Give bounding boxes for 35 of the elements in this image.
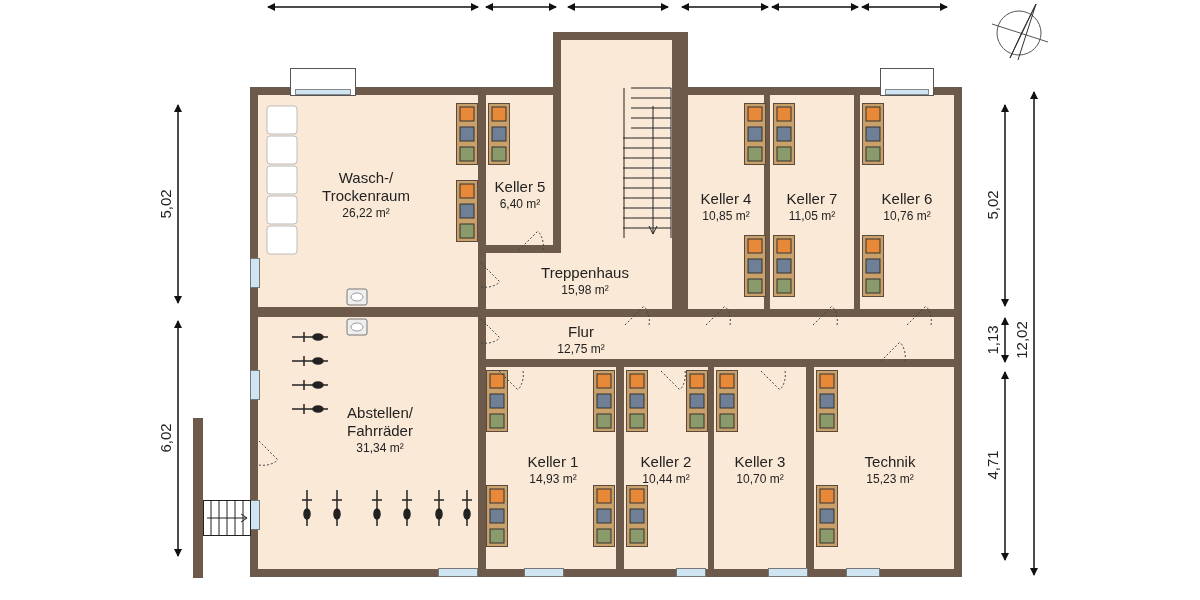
room-area-value: 12,75 m² (557, 341, 605, 357)
dimension-label: 4,71 (985, 450, 1001, 480)
room-name: Keller 3 (734, 453, 786, 471)
room-name: Technik (864, 453, 916, 471)
room-name: Keller 7 (786, 190, 838, 208)
room-area (486, 253, 672, 309)
room-name: Flur (568, 323, 594, 341)
room-name: Keller 6 (881, 190, 933, 208)
room-area-value: 10,76 m² (883, 208, 931, 224)
room-area-value: 10,85 m² (702, 208, 750, 224)
room-name: Keller 4 (700, 190, 752, 208)
room-area-value: 26,22 m² (342, 205, 390, 221)
room-name: Treppenhaus (541, 264, 629, 282)
room-area-value: 6,40 m² (499, 196, 541, 212)
room-area (486, 317, 954, 359)
dimension-label: 6,02 (158, 423, 174, 453)
room-area (714, 367, 806, 569)
room-area-value: 31,34 m² (356, 440, 404, 456)
dimension-label: 12,02 (1014, 321, 1030, 359)
room-area-value: 10,44 m² (642, 471, 690, 487)
room-area (258, 317, 478, 569)
room-name: Wasch-/ Trockenraum (321, 169, 411, 205)
room-area-value: 11,05 m² (788, 208, 836, 224)
room-area-value: 14,93 m² (529, 471, 577, 487)
room-name: Keller 5 (494, 178, 546, 196)
room-area (814, 367, 954, 569)
room-area-value: 15,23 m² (866, 471, 914, 487)
room-name: Keller 2 (640, 453, 692, 471)
room-name: Abstellen/ Fahrräder (346, 404, 414, 440)
dimension-label: 5,02 (985, 190, 1001, 220)
room-area-value: 15,98 m² (561, 282, 609, 298)
dimension-label: 5,02 (158, 189, 174, 219)
dimension-label: 1,13 (985, 325, 1001, 355)
room-name: Keller 1 (527, 453, 579, 471)
room-area-value: 10,70 m² (736, 471, 784, 487)
